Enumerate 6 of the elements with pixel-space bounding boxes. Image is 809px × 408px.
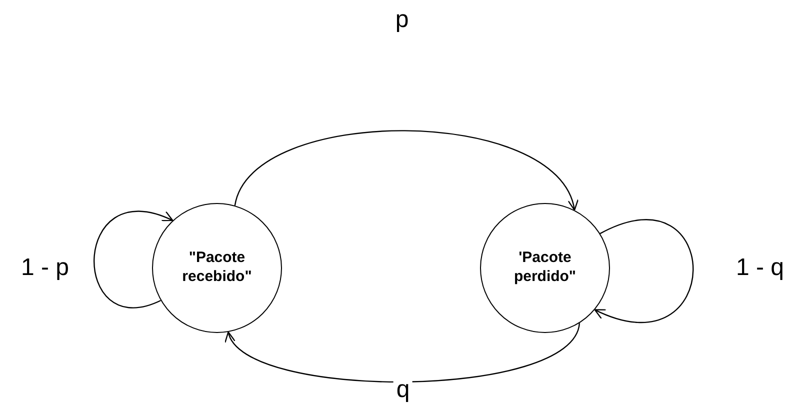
state-label: 'Pacote perdido" [512,249,578,287]
arrow [594,219,694,323]
arrow [94,211,174,308]
arrow [234,130,576,211]
arrow [228,322,580,382]
state-label: "Pacote recebido" [181,249,253,287]
